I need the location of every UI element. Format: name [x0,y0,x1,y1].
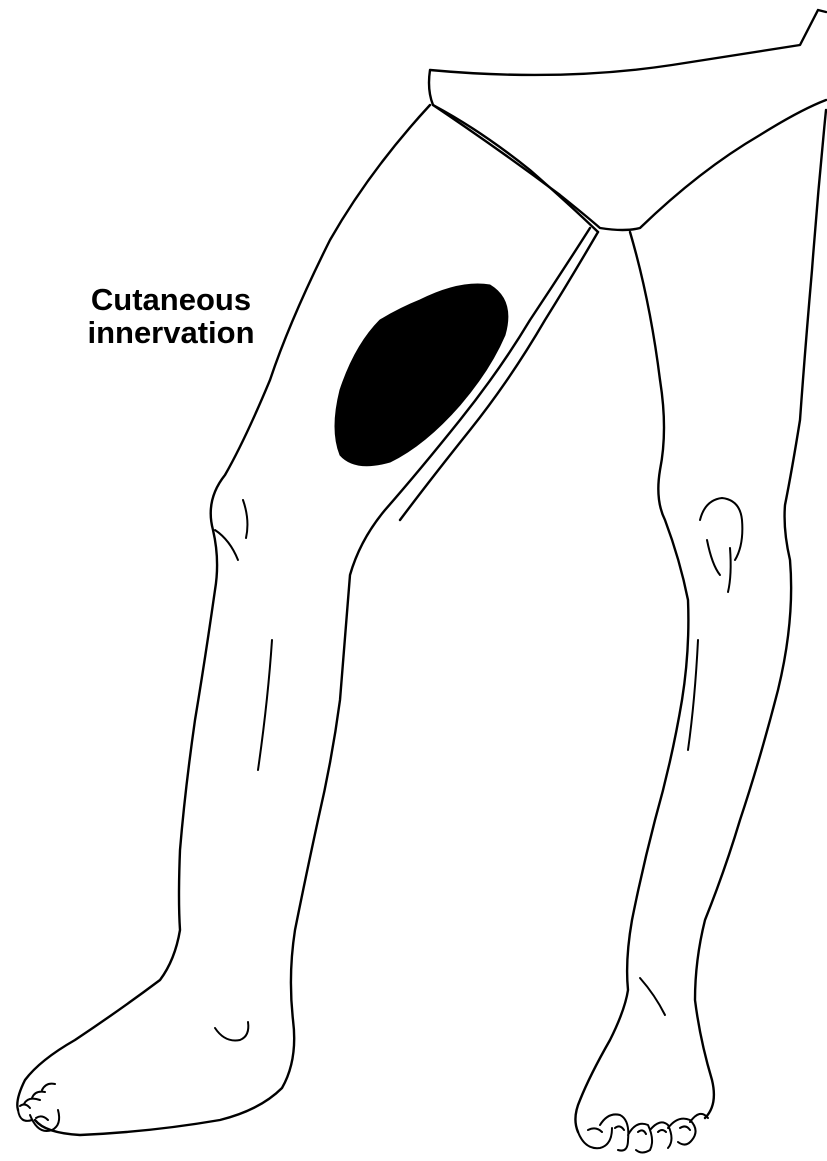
left-ankle-line [640,978,665,1015]
left-leg-outer [695,110,826,1118]
right-ankle-bone [215,1022,248,1041]
left-leg-inner [575,232,688,1132]
briefs-outline [429,10,826,230]
right-leg-outer [17,105,430,1110]
label-line-2: innervation [66,316,276,349]
right-toenails [20,1104,48,1120]
left-toenails [588,1126,690,1134]
right-knee-cap [243,500,247,538]
right-leg-inner [35,228,590,1135]
left-foot-toes [578,1114,708,1153]
label-line-1: Cutaneous [66,283,276,316]
left-knee-crease [707,540,731,592]
cutaneous-innervation-label: Cutaneous innervation [66,283,276,349]
innervation-area-marker [335,284,508,466]
outline-group [17,10,826,1153]
briefs-leg-opening-right [433,105,598,232]
right-knee-line [215,530,238,560]
right-shin-line [258,640,272,770]
left-shin-line [688,640,698,750]
left-knee-cap [700,498,742,560]
